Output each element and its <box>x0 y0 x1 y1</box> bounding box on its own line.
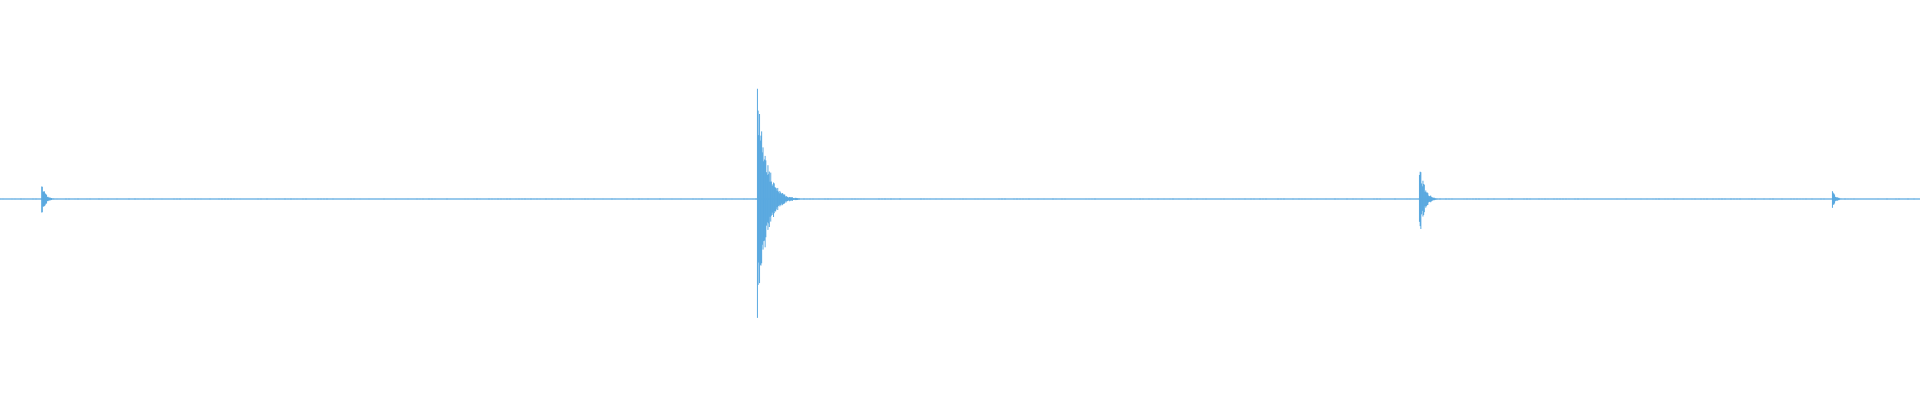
waveform-transient <box>41 186 55 213</box>
waveform-transient <box>756 88 800 318</box>
waveform-transient <box>1418 171 1438 229</box>
waveform-events <box>0 88 1918 318</box>
waveform-transient <box>1831 191 1842 208</box>
